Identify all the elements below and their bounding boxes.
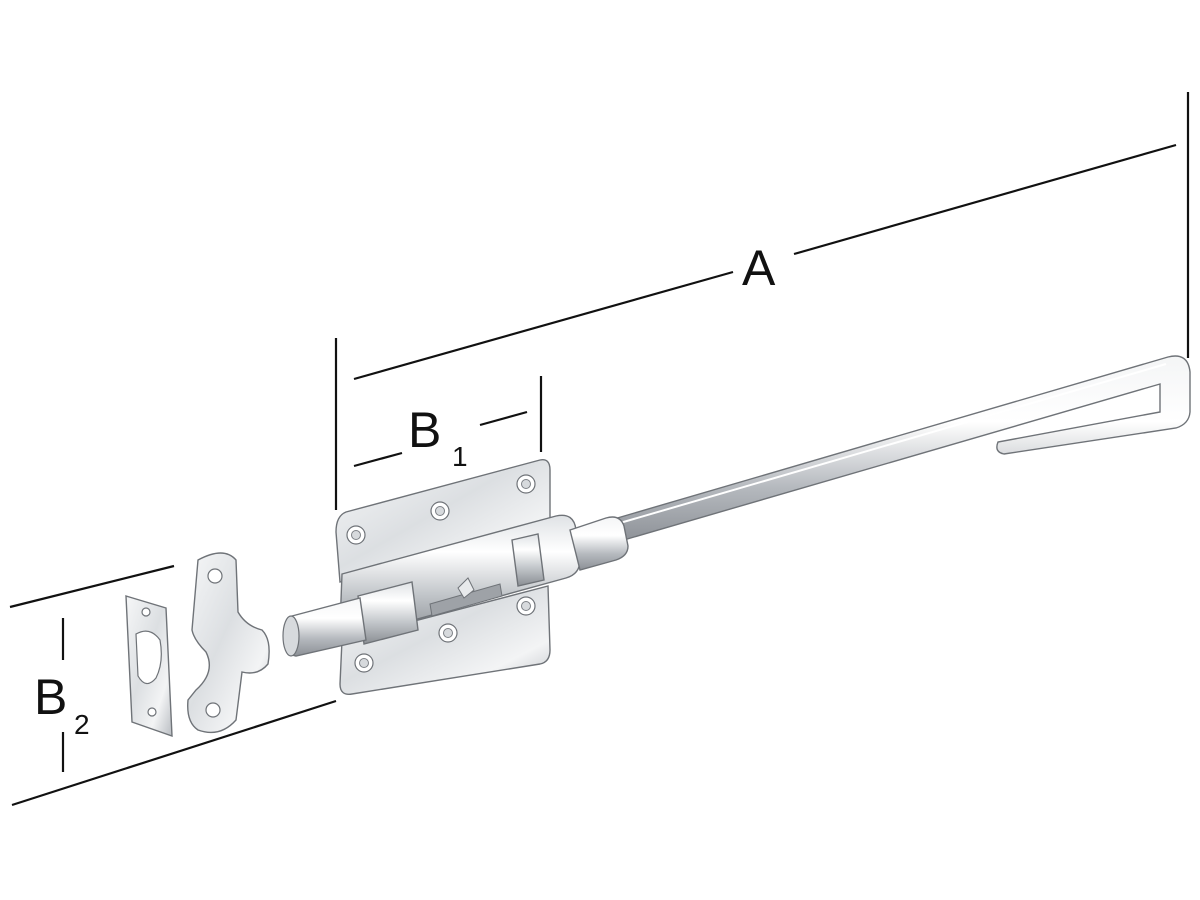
staple-keeper-body — [187, 552, 270, 734]
bolt-barrel — [339, 514, 581, 645]
dimension-b2: B 2 — [9, 564, 337, 807]
dimension-a-label: A — [742, 240, 776, 296]
striker-plate — [125, 595, 173, 738]
bolt-rod-tip — [282, 615, 300, 657]
screw-hole-icon — [207, 568, 223, 584]
dimension-b1-label: B — [408, 402, 441, 458]
screw-hole-icon — [521, 601, 531, 611]
dimension-a-line-right — [793, 143, 1177, 256]
dimension-b2-extension-bottom — [11, 699, 337, 807]
bolt-knob — [457, 577, 475, 599]
striker-plate-opening — [135, 630, 162, 685]
dimension-b2-extension-top — [9, 564, 175, 609]
hook-highlight — [595, 363, 1167, 531]
dimension-a: A — [334, 92, 1190, 510]
screw-hole-icon — [147, 707, 157, 717]
dimension-b2-label: B — [34, 669, 67, 725]
screw-hole-icon — [521, 479, 531, 489]
bolt-barrel-ring-right — [511, 533, 545, 587]
screw-hole-icon — [205, 702, 221, 718]
dimension-a-line-left — [353, 270, 734, 381]
staple-keeper — [187, 552, 270, 734]
dimension-b2-subscript: 2 — [74, 709, 90, 740]
screw-hole-icon — [443, 628, 453, 638]
bolt-slot — [429, 583, 503, 617]
bolt-plate — [335, 459, 551, 695]
hook-rod — [588, 355, 1191, 545]
dimension-b1-line-left — [353, 451, 403, 468]
bolt-rod-right — [569, 516, 629, 571]
bolt-rod — [282, 516, 629, 657]
screw-hole-icon — [435, 506, 445, 516]
dimension-b1-subscript: 1 — [452, 441, 468, 472]
hook-handle — [588, 355, 1191, 545]
dimension-b1: B 1 — [353, 376, 543, 472]
screw-hole-icon — [359, 658, 369, 668]
screw-hole-icon — [141, 607, 151, 617]
dimension-b1-line-right — [479, 410, 528, 427]
screw-hole-icon — [351, 530, 361, 540]
